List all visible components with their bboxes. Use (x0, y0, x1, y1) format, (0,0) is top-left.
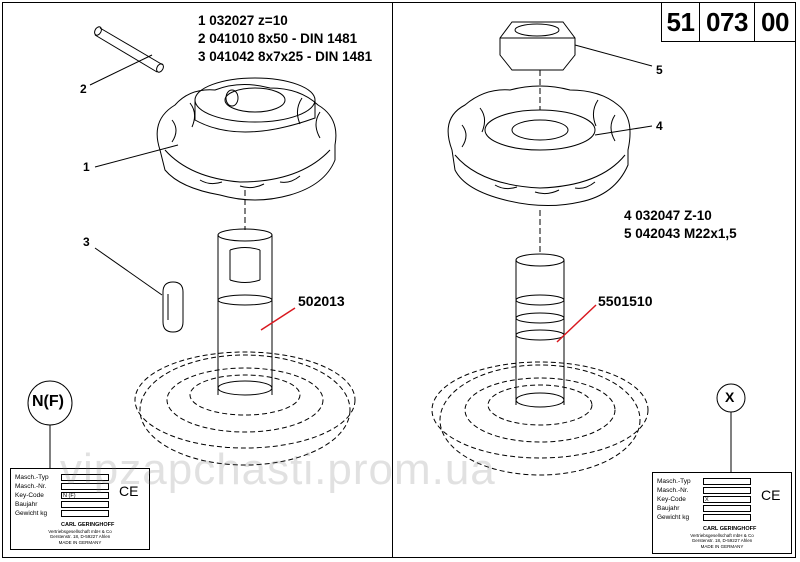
plate-brand: CARL GERINGHOFF (703, 526, 757, 532)
knob-part-1 (156, 77, 337, 201)
right-parts-legend: 4 032047 Z-10 5 042043 M22x1,5 (624, 207, 737, 243)
label-5: 5 (656, 63, 663, 77)
plate-key: Gewicht kg (15, 509, 48, 517)
label-1: 1 (83, 160, 90, 174)
plate-value (703, 487, 751, 494)
plate-key: Masch.-Typ (657, 477, 691, 485)
leader-line-5 (574, 44, 653, 67)
leader-line-502013 (260, 307, 296, 331)
plate-value: X (703, 496, 751, 503)
ce-mark-icon: CE (761, 487, 781, 503)
plate-row: Masch.-Nr. (653, 486, 791, 495)
legend-item-1: 1 032027 z=10 (198, 13, 288, 28)
plate-key: Masch.-Nr. (15, 482, 47, 490)
plate-row: Baujahr (653, 504, 791, 513)
plate-key: Masch.-Nr. (657, 486, 689, 494)
plate-made-in: MADE IN GERMANY (58, 540, 102, 545)
leader-line-4 (594, 125, 653, 136)
plate-brand: CARL GERINGHOFF (61, 522, 115, 528)
right-base-disc (431, 361, 649, 476)
plate-row: Key-Code X (653, 495, 791, 504)
part-number-box: 51 073 00 (661, 2, 796, 42)
plate-row: Gewicht kg (11, 509, 149, 518)
leader-line-2 (89, 54, 153, 86)
shaft-code-right: 5501510 (598, 293, 653, 309)
label-4: 4 (656, 119, 663, 133)
plate-value (703, 514, 751, 521)
left-base-disc (134, 351, 356, 466)
left-shaft (217, 228, 273, 396)
plate-address-1: Vertriebsgesellschaft mbH & Co (690, 533, 754, 538)
plate-made-in: MADE IN GERMANY (700, 544, 744, 549)
plate-key: Baujahr (15, 500, 38, 508)
plate-value: N (F) (61, 492, 109, 499)
key-part-3 (162, 281, 184, 333)
plate-key: Gewicht kg (657, 513, 690, 521)
plate-key: Key-Code (15, 491, 44, 499)
part-number-group-1: 51 (662, 3, 700, 41)
leader-line-3 (94, 247, 163, 296)
nameplate-left: Masch.-Typ Masch.-Nr. Key-Code N (F) Bauj… (10, 468, 150, 550)
plate-value (61, 483, 109, 490)
plate-key: Baujahr (657, 504, 680, 512)
legend-item-2: 2 041010 8x50 - DIN 1481 (198, 31, 358, 46)
legend-item-4: 4 032047 Z-10 (624, 208, 712, 223)
nut-part-5 (499, 21, 576, 71)
variant-label-left: N(F) (32, 393, 64, 410)
right-shaft (515, 253, 565, 408)
watermark: vipzapchasti.prom.ua (60, 445, 496, 494)
plate-address-2: Gerstenstr. 18, D-59227 Ahlen (691, 538, 753, 543)
ce-mark-icon: CE (119, 483, 139, 499)
part-number-group-2: 073 (700, 3, 755, 41)
left-parts-legend: 1 032027 z=10 2 041010 8x50 - DIN 1481 3… (198, 12, 372, 66)
plate-row: Masch.-Typ (11, 473, 149, 482)
plate-row: Masch.-Nr. (11, 482, 149, 491)
plate-value (703, 505, 751, 512)
legend-item-3: 3 041042 8x7x25 - DIN 1481 (198, 49, 373, 64)
knob-part-4 (447, 85, 631, 207)
plate-key: Masch.-Typ (15, 473, 49, 481)
plate-row: Baujahr (11, 500, 149, 509)
plate-key: Key-Code (657, 495, 686, 503)
pin-part-2 (94, 26, 164, 73)
plate-row: Key-Code N (F) (11, 491, 149, 500)
part-number-group-3: 00 (761, 6, 789, 37)
legend-item-5: 5 042043 M22x1,5 (624, 226, 737, 241)
leader-line-5501510 (556, 304, 597, 343)
plate-value (61, 474, 109, 481)
label-2: 2 (80, 82, 87, 96)
plate-row: Gewicht kg (653, 513, 791, 522)
panel-divider (392, 2, 393, 558)
plate-value (61, 501, 109, 508)
shaft-code-left: 502013 (298, 293, 345, 309)
plate-value (61, 510, 109, 517)
plate-row: Masch.-Typ (653, 477, 791, 486)
label-3: 3 (83, 235, 90, 249)
plate-value (703, 478, 751, 485)
plate-address-1: Vertriebsgesellschaft mbH & Co (48, 529, 112, 534)
variant-label-right: X (725, 389, 735, 405)
leader-line-1 (94, 144, 179, 168)
plate-address-2: Gerstenstr. 18, D-59227 Ahlen (49, 534, 111, 539)
